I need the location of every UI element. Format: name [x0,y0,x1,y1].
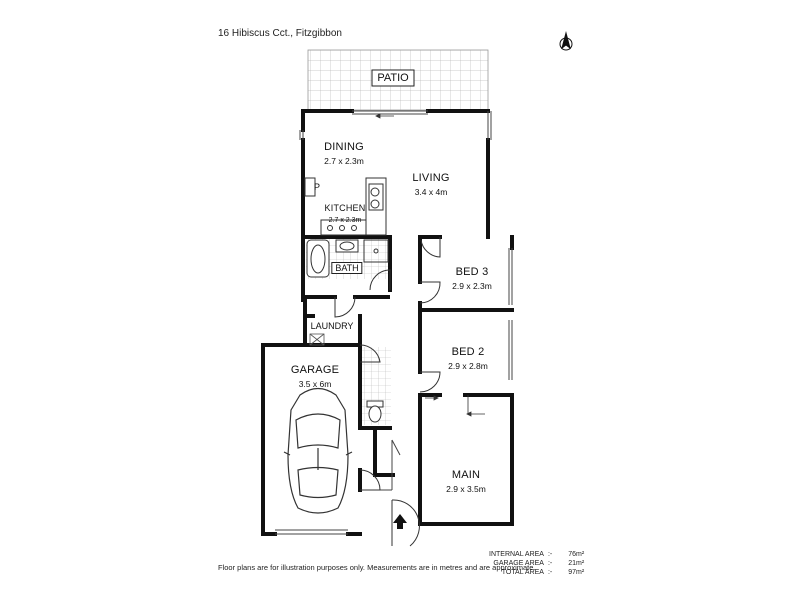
room-label-patio: PATIO [374,72,411,84]
car-icon [283,387,353,514]
exterior-walls [261,109,514,536]
room-label-main: MAIN 2.9 x 3.5m [446,465,486,494]
room-name: P [313,182,321,192]
room-name: BATH [335,263,359,273]
room-label-kitchen: KITCHEN 2.7 x 2.3m [325,198,366,224]
door-swings [334,237,441,547]
room-dimensions: 2.9 x 3.5m [446,484,486,494]
room-label-dining: DINING 2.7 x 2.3m [324,137,364,166]
room-name: BED 2 [451,346,485,358]
room-dimensions: 2.9 x 2.8m [448,361,488,371]
room-name: BED 3 [455,266,489,278]
room-name: LIVING [412,172,450,184]
area-separator: :- [547,551,553,558]
bath-fixtures [306,239,389,278]
room-label-pantry: P [314,182,320,192]
room-dimensions: 2.9 x 2.3m [452,281,492,291]
area-label: INTERNAL AREA [489,551,544,558]
toilet-icon [366,400,384,423]
room-name: PATIO [377,72,409,84]
room-dimensions: 2.7 x 2.3m [328,217,362,224]
room-label-bed3: BED 3 2.9 x 2.3m [452,262,492,291]
area-separator: :- [547,560,553,567]
kitchen-benches [304,177,387,236]
room-label-garage: GARAGE 3.5 x 6m [291,360,339,389]
room-dimensions: 3.4 x 4m [414,187,448,197]
room-name: MAIN [451,469,481,481]
room-dimensions: 3.5 x 6m [298,379,332,389]
area-value: 76m² [568,551,585,558]
room-label-living: LIVING 3.4 x 4m [412,168,449,197]
area-row: GARAGE AREA :- 21m² [487,559,586,568]
north-arrow-icon [559,31,573,51]
area-value: 21m² [568,560,585,567]
area-separator: :- [547,569,553,576]
room-label-laundry: LAUNDRY [311,321,354,331]
room-dimensions: 2.7 x 2.3m [324,156,364,166]
area-label: GARAGE AREA [493,560,544,567]
laundry-tub-icon [309,333,325,346]
room-name: LAUNDRY [310,321,354,331]
area-row: TOTAL AREA :- 97m² [487,568,586,577]
room-label-bath: BATH [331,262,363,274]
room-name: GARAGE [290,364,340,376]
room-label-bed2: BED 2 2.9 x 2.8m [448,342,488,371]
room-name: DINING [324,141,364,153]
area-row: INTERNAL AREA :- 76m² [487,550,586,559]
area-label: TOTAL AREA [501,569,544,576]
property-address: 16 Hibiscus Cct., Fitzgibbon [218,28,342,39]
area-summary: INTERNAL AREA :- 76m² GARAGE AREA :- 21m… [487,550,586,577]
disclaimer-text: Floor plans are for illustration purpose… [218,563,536,572]
entry-arrow-icon [393,514,407,529]
area-value: 97m² [568,569,585,576]
room-name: KITCHEN [324,203,366,213]
